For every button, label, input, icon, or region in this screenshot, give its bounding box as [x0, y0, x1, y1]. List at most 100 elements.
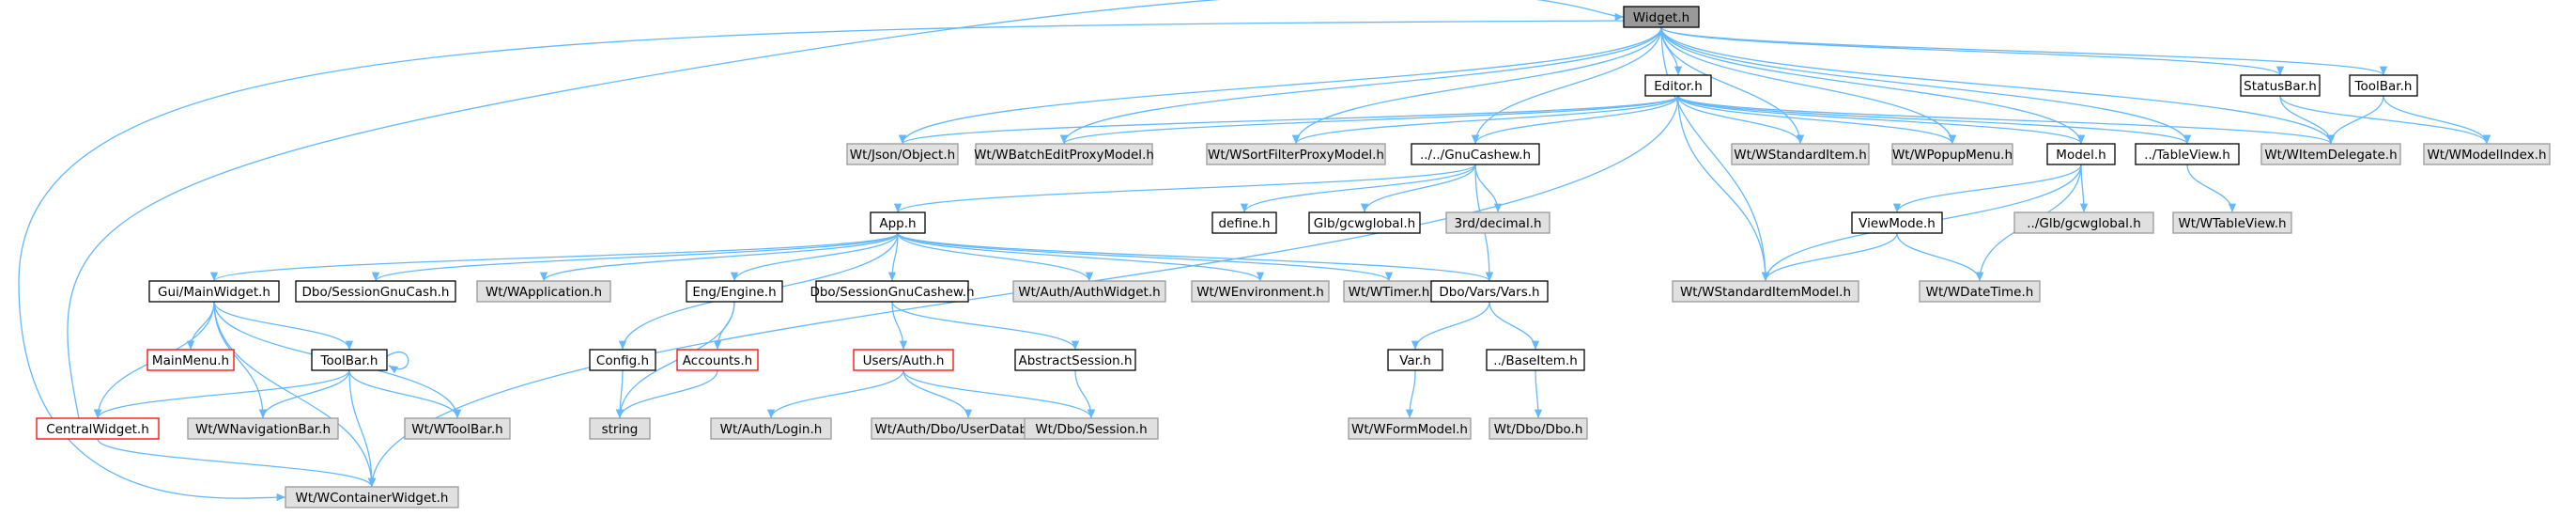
edge-varh-to-formmodel	[1405, 369, 1416, 419]
node-environment: Wt/WEnvironment.h	[1191, 280, 1330, 303]
node-centralwidget[interactable]: CentralWidget.h	[36, 417, 160, 440]
node-label: Widget.h	[1633, 10, 1689, 25]
node-model[interactable]: Model.h	[2046, 143, 2116, 165]
edge-centralwidget-to-container	[97, 438, 377, 488]
node-box	[404, 417, 511, 440]
node-app[interactable]: App.h	[870, 211, 926, 234]
node-box	[1411, 143, 1540, 165]
edge-editor-to-itemdelegate	[1677, 95, 2335, 145]
node-box	[1387, 349, 1443, 371]
node-box	[2135, 143, 2240, 165]
node-viewmode[interactable]: ViewMode.h	[1851, 211, 1943, 234]
edge-sessiongnucashew-to-usersauth	[891, 301, 908, 351]
node-usersauth[interactable]: Users/Auth.h	[853, 349, 954, 371]
node-gnucashew[interactable]: ../../GnuCashew.h	[1411, 143, 1540, 165]
node-box	[1623, 6, 1700, 28]
node-abstractsession[interactable]: AbstractSession.h	[1014, 349, 1136, 371]
edge-accounts-to-string	[615, 369, 718, 419]
node-toolbar_top[interactable]: ToolBar.h	[2349, 74, 2418, 97]
node-sessiongnucashew[interactable]: Dbo/SessionGnuCashew.h	[810, 280, 975, 303]
node-dbo: Wt/Dbo/Dbo.h	[1489, 417, 1588, 440]
edge-vars-to-varh	[1411, 301, 1490, 351]
node-label: Wt/WTableView.h	[2178, 216, 2286, 231]
node-datetime: Wt/WDateTime.h	[1919, 280, 2041, 303]
node-label: ../TableView.h	[2144, 148, 2230, 163]
edge-usersauth-to-userdb	[902, 369, 973, 419]
edge-widget-to-batchedit	[1059, 26, 1662, 145]
node-popupmenu: Wt/WPopupMenu.h	[1891, 143, 2013, 165]
node-label: Users/Auth.h	[863, 353, 945, 368]
edge-widget-to-sortfilter	[1291, 26, 1662, 145]
node-statusbar[interactable]: StatusBar.h	[2240, 74, 2321, 97]
node-label: AbstractSession.h	[1018, 353, 1132, 368]
node-box	[1644, 74, 1712, 97]
node-box	[853, 349, 954, 371]
node-wapplication: Wt/WApplication.h	[476, 280, 611, 303]
node-label: Wt/WNavigationBar.h	[195, 422, 331, 437]
node-label: Wt/Json/Object.h	[850, 148, 955, 163]
node-box	[285, 486, 459, 508]
node-mainwidget[interactable]: Gui/MainWidget.h	[148, 280, 280, 303]
node-box	[846, 143, 959, 165]
node-box	[870, 211, 926, 234]
node-box	[975, 143, 1153, 165]
node-widget[interactable]: Widget.h	[1623, 6, 1700, 28]
edge-editor-to-sortfilter	[1291, 95, 1679, 145]
edge-baseitem-to-dbo	[1534, 369, 1543, 419]
edge-app-to-mainwidget	[210, 232, 899, 282]
node-toolbar[interactable]: ToolBar.h	[311, 349, 388, 371]
node-label: ToolBar.h	[2354, 79, 2413, 94]
node-modelindex: Wt/WModelIndex.h	[2423, 143, 2551, 165]
node-label: Wt/Auth/Login.h	[720, 422, 823, 437]
node-decimal: 3rd/decimal.h	[1445, 211, 1550, 234]
node-baseitem[interactable]: ../BaseItem.h	[1486, 349, 1585, 371]
node-box	[1430, 280, 1549, 303]
node-label: Dbo/Vars/Vars.h	[1439, 285, 1539, 300]
node-editor[interactable]: Editor.h	[1644, 74, 1712, 97]
node-label: Dbo/SessionGnuCash.h	[302, 285, 450, 300]
edge-widget-to-json	[898, 26, 1662, 145]
node-container: Wt/WContainerWidget.h	[285, 486, 459, 508]
node-formmodel: Wt/WFormModel.h	[1348, 417, 1472, 440]
node-box	[148, 280, 280, 303]
node-mainmenu[interactable]: MainMenu.h	[147, 349, 235, 371]
node-box	[676, 349, 759, 371]
edge-widget-to-tableview	[1660, 26, 2192, 145]
node-box	[1486, 349, 1585, 371]
edge-widget-to-itemdelegate	[1660, 26, 2336, 145]
node-vars[interactable]: Dbo/Vars/Vars.h	[1430, 280, 1549, 303]
node-engine[interactable]: Eng/Engine.h	[686, 280, 783, 303]
node-label: ViewMode.h	[1859, 216, 1936, 231]
node-box	[710, 417, 832, 440]
edge-centralwidget-to-widget	[67, 0, 1625, 419]
edge-toolbar_top-to-itemdelegate	[2326, 95, 2384, 145]
node-authwidget: Wt/Auth/AuthWidget.h	[1012, 280, 1166, 303]
edge-model-to-glbgcwglobal2	[2079, 164, 2089, 213]
node-define[interactable]: define.h	[1211, 211, 1277, 234]
edge-editor-to-stditem	[1677, 95, 1805, 145]
node-varh[interactable]: Var.h	[1387, 349, 1443, 371]
node-config[interactable]: Config.h	[589, 349, 656, 371]
node-label: Model.h	[2056, 148, 2106, 163]
node-tableview[interactable]: ../TableView.h	[2135, 143, 2240, 165]
edge-usersauth-to-login	[766, 369, 904, 419]
node-label: Wt/WEnvironment.h	[1196, 285, 1324, 300]
node-label: Editor.h	[1654, 79, 1703, 94]
node-box	[1308, 211, 1421, 234]
edge-toolbar_top-to-modelindex	[2383, 95, 2491, 145]
node-label: Gui/MainWidget.h	[158, 285, 270, 300]
node-stditemmodel: Wt/WStandardItemModel.h	[1672, 280, 1859, 303]
node-box	[589, 349, 656, 371]
node-label: Wt/WTimer.h	[1349, 285, 1430, 300]
node-glbgcwglobal[interactable]: Glb/gcwglobal.h	[1308, 211, 1421, 234]
edge-mainwidget-to-mainmenu	[186, 301, 215, 351]
node-box	[1731, 143, 1870, 165]
edge-widget-to-container	[18, 20, 1625, 502]
node-accounts[interactable]: Accounts.h	[676, 349, 759, 371]
node-label: StatusBar.h	[2244, 79, 2317, 94]
node-label: Wt/WModelIndex.h	[2427, 148, 2546, 163]
edge-app-to-wapplication	[539, 232, 899, 282]
node-sessiongnucash[interactable]: Dbo/SessionGnuCash.h	[295, 280, 456, 303]
node-label: Glb/gcwglobal.h	[1314, 216, 1415, 231]
node-string: string	[589, 417, 651, 440]
